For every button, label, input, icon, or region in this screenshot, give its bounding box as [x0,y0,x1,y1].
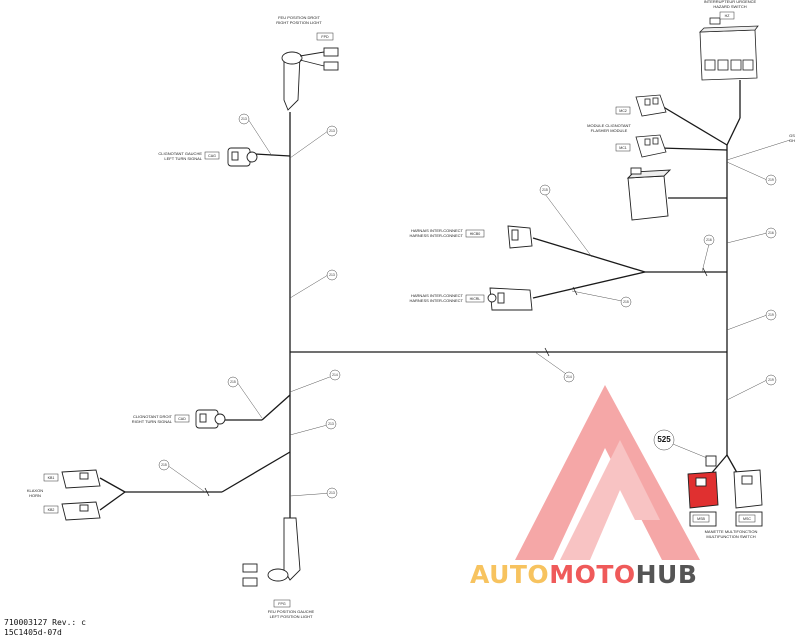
left-position-light-icon [242,517,301,587]
hazard-switch-icon [698,17,759,81]
inter-connect-connector-icon [487,225,533,311]
multifunction-switch-label: MANETTE MULTIFONCTION MULTIFUNCTION SWIT… [696,529,766,539]
callout-number: 216 [706,238,712,242]
flasher-module-subtitle: FLASHER MODULE [590,127,628,133]
multifunction-switch-tag-2: MSC [743,517,751,521]
inter-connect-2-title: HARNAIS INTER-CONNECT [410,293,463,298]
left-position-light-title: FEU POSITION GAUCHE [267,609,315,614]
watermark-part-1: AUTO [470,560,550,589]
hazard-switch-subtitle: HAZARD SWITCH [713,3,747,9]
flasher-module-title: MODULE CLIGNOTANT [587,123,631,128]
left-turn-signal-title: CLIGNOTANT GAUCHE [158,151,202,156]
inter-connect-1-tag: HICB0 [469,232,481,236]
horn-tag-2: KB2 [47,508,55,512]
right-turn-signal-title: CLIGNOTANT DROIT [133,414,172,419]
callout-number: 214 [332,373,338,377]
multifunction-switch-connector-icon [687,455,763,527]
callout-number: 219 [768,313,774,317]
ground-tag-label: GS GH [786,133,798,143]
callout-number: 214 [566,375,572,379]
callout-number: 213 [241,117,247,121]
right-turn-signal-subtitle: RIGHT TURN SIGNAL [131,418,172,424]
inter-connect-1-subtitle: HARNESS INTER-CONNECT [409,232,463,238]
inter-connect-1-label: HARNAIS INTER-CONNECT HARNESS INTER-CONN… [405,228,463,238]
callout-number: 215 [623,300,629,304]
inter-connect-2-label: HARNAIS INTER-CONNECT HARNESS INTER-CONN… [405,293,463,303]
right-position-light-subtitle: RIGHT POSITION LIGHT [276,19,322,25]
multifunction-switch-subtitle: MULTIFUNCTION SWITCH [706,533,756,539]
hazard-switch-tag: HZ [724,14,730,18]
callout-number: 219 [768,378,774,382]
flasher-module-tag-2: MC1 [619,146,627,150]
callout-number: 215 [230,380,236,384]
multifunction-switch-tag-1: MSB [697,517,705,521]
horn-subtitle: HORN [29,492,41,498]
horn-connector-icon [61,469,101,521]
multifunction-switch-title: MANETTE MULTIFONCTION [704,529,758,534]
ground-tag-line-1: GS [789,133,795,138]
callout-highlight: 525 [657,435,671,444]
horn-label: KLAXON HORN [20,488,50,498]
flasher-module-connectors-icon [635,94,667,158]
callout-number: 216 [768,231,774,235]
right-turn-signal-label: CLIGNOTANT DROIT RIGHT TURN SIGNAL [120,414,172,424]
right-position-light-label: FEU POSITION DROIT RIGHT POSITION LIGHT [264,15,334,25]
inter-connect-2-subtitle: HARNESS INTER-CONNECT [409,297,463,303]
left-position-light-label: FEU POSITION GAUCHE LEFT POSITION LIGHT [256,609,326,619]
watermark-logo [515,385,700,560]
right-position-light-icon [281,47,339,111]
watermark-part-3: HUB [635,560,698,589]
inter-connect-1-title: HARNAIS INTER-CONNECT [410,228,463,233]
flasher-module-tag-1: MC2 [619,109,627,113]
turn-signal-connector-icon [195,147,258,429]
flasher-module-label: MODULE CLIGNOTANT FLASHER MODULE [580,123,638,133]
left-position-light-subtitle: LEFT POSITION LIGHT [269,613,313,619]
part-number: 710003127 Rev.: c [4,618,86,627]
horn-tag-1: KB1 [47,476,55,480]
left-turn-signal-tag: CAG [208,154,216,158]
left-position-light-tag: FPG [278,602,286,606]
callout-number: 215 [161,463,167,467]
callout-number: 219 [768,178,774,182]
inter-connect-2-tag: HICRL [469,297,481,301]
right-position-light-tag: FPD [321,35,329,39]
watermark-text: AUTOMOTOHUB [470,560,697,589]
callout-number: 213 [329,273,335,277]
watermark-part-2: MOTO [549,560,636,589]
right-position-light-title: FEU POSITION DROIT [278,15,320,20]
hazard-switch-label: INTERRUPTEUR URGENCE HAZARD SWITCH [700,0,760,9]
callout-number: 213 [329,129,335,133]
callout-number: 213 [328,422,334,426]
right-turn-signal-tag: CAD [178,417,186,421]
hazard-switch-title: INTERRUPTEUR URGENCE [703,0,757,4]
flasher-module-icon [626,167,672,221]
callout-number: 213 [329,491,335,495]
ground-tag-line-2: GH [789,137,795,143]
horn-title: KLAXON [26,488,44,493]
left-turn-signal-label: CLIGNOTANT GAUCHE LEFT TURN SIGNAL [150,151,202,161]
drawing-number: 15C1405d-07d [4,628,62,637]
callout-number: 215 [542,188,548,192]
left-turn-signal-subtitle: LEFT TURN SIGNAL [164,155,202,161]
